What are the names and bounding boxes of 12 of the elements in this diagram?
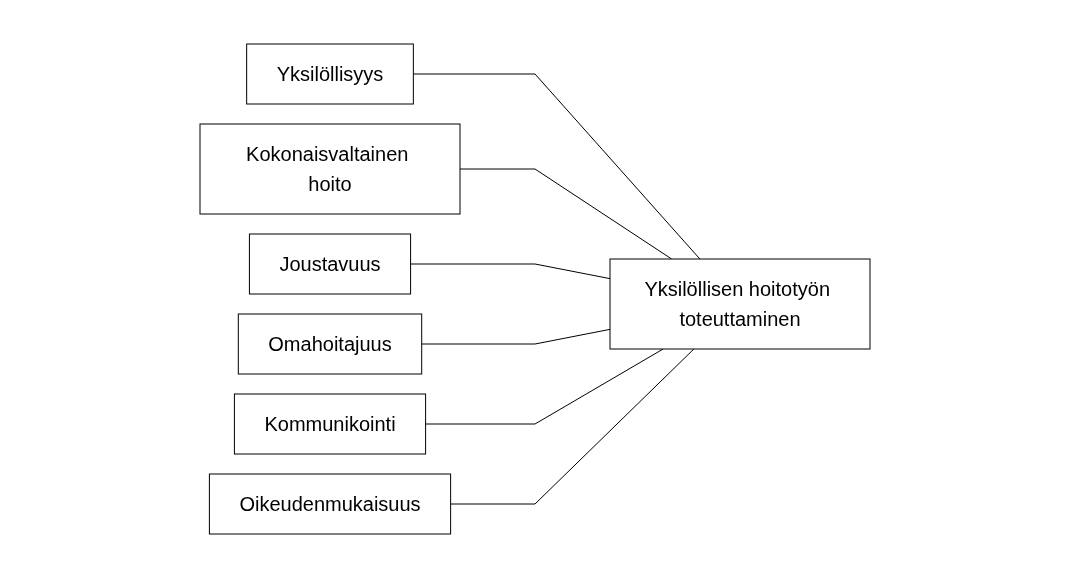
connector — [450, 348, 695, 504]
node-box: Omahoitajuus — [237, 313, 423, 374]
node-box: Yksilöllisyys — [246, 43, 414, 104]
node-box: Kokonaisvaltainen hoito — [199, 123, 461, 214]
node-box: Yksilöllisen hoitotyön toteuttaminen — [609, 258, 871, 349]
connector — [410, 263, 611, 279]
connector — [412, 73, 701, 259]
connector — [421, 328, 611, 344]
node-box: Joustavuus — [248, 233, 412, 294]
node-box: Kommunikointi — [233, 393, 427, 454]
node-box: Oikeudenmukaisuus — [208, 473, 452, 534]
connector — [425, 348, 664, 424]
